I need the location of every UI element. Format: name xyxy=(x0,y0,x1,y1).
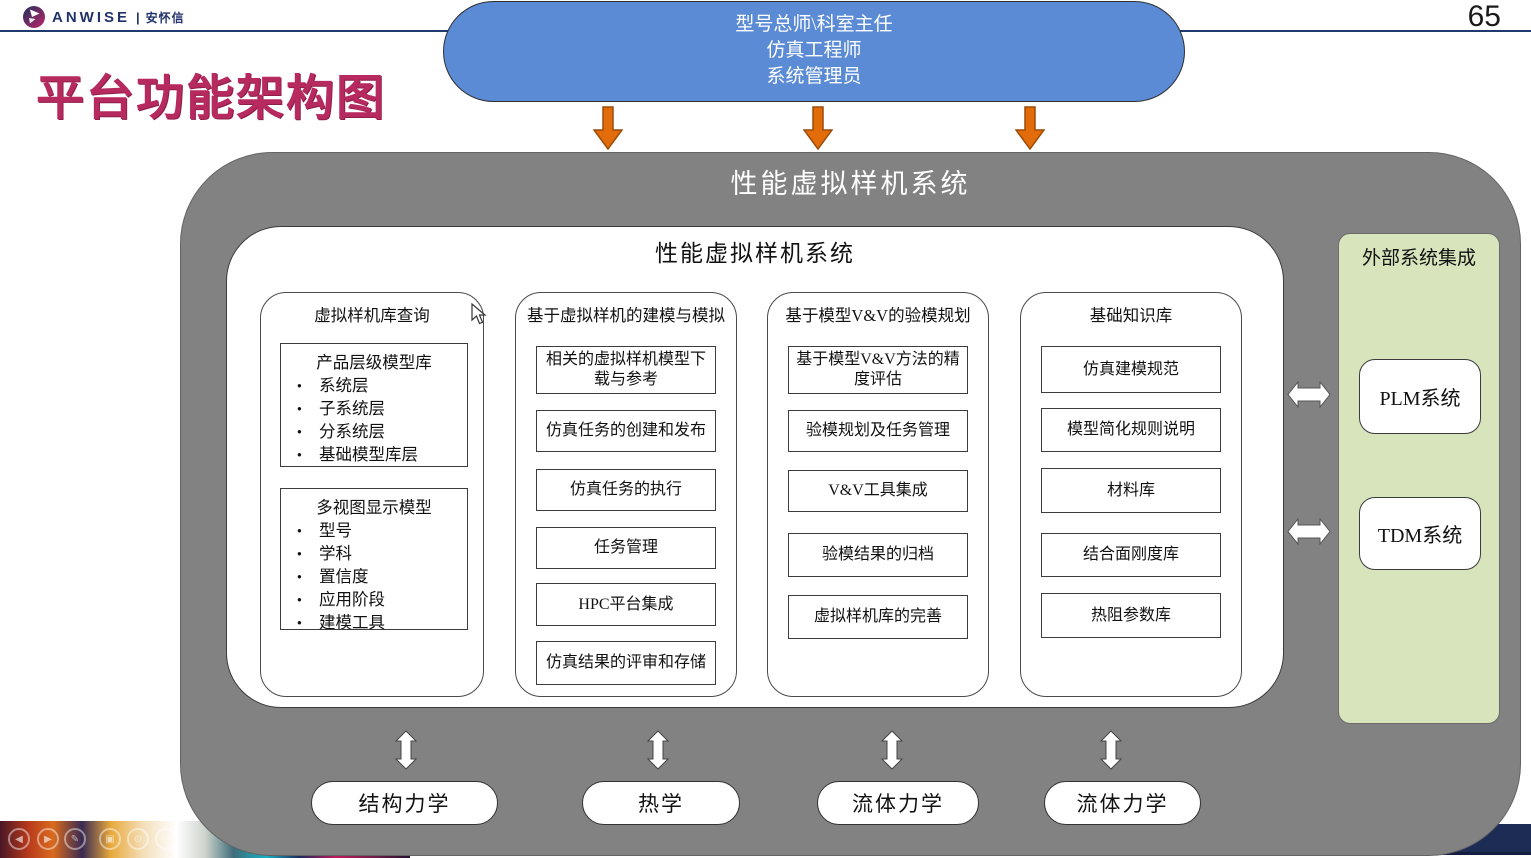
group-product-model-library: 产品层级模型库 系统层 子系统层 分系统层 基础模型库层 xyxy=(280,343,468,467)
logo-text-en: ANWISE xyxy=(52,8,130,26)
function-box: 基于模型V&V方法的精度评估 xyxy=(788,346,968,394)
vertical-double-arrow-icon xyxy=(880,730,904,770)
discipline-fluid-mechanics: 流体力学 xyxy=(1044,781,1201,825)
decor-prev-glyph: ◀ xyxy=(15,833,23,845)
column-vp-modeling-simulation: 基于虚拟样机的建模与模拟 相关的虚拟样机模型下载与参考 仿真任务的创建和发布 仿… xyxy=(515,292,737,697)
plm-system-box: PLM系统 xyxy=(1359,359,1481,434)
capsule-line-1: 型号总师\科室主任 xyxy=(735,14,893,35)
decor-prev-icon: ◀ xyxy=(8,828,30,850)
function-box: 验模规划及任务管理 xyxy=(788,410,968,452)
function-box: 相关的虚拟样机模型下载与参考 xyxy=(536,346,716,394)
function-box: 结合面刚度库 xyxy=(1041,533,1221,577)
tdm-system-box: TDM系统 xyxy=(1359,497,1481,570)
external-systems-title: 外部系统集成 xyxy=(1361,248,1476,269)
column-vp-library-query: 虚拟样机库查询 产品层级模型库 系统层 子系统层 分系统层 基础模型库层 多视图… xyxy=(260,292,484,697)
decor-next-glyph: ▶ xyxy=(44,833,52,845)
column-model-vv-planning: 基于模型V&V的验模规划 基于模型V&V方法的精度评估 验模规划及任务管理 V&… xyxy=(767,292,989,697)
mouse-cursor-icon xyxy=(471,303,487,325)
page-number: 65 xyxy=(1467,0,1501,33)
function-box: 验模结果的归档 xyxy=(788,533,968,577)
horizontal-double-arrow-icon xyxy=(1287,518,1331,545)
anwise-logo-icon xyxy=(23,6,45,28)
function-box: 材料库 xyxy=(1041,468,1221,513)
decor-next-icon: ▶ xyxy=(37,828,59,850)
decor-search-icon: ⊙ xyxy=(127,828,149,850)
bullet-item: 应用阶段 xyxy=(297,588,467,611)
group-multiview-model: 多视图显示模型 型号 学科 置信度 应用阶段 建模工具 xyxy=(280,488,468,630)
function-box: 仿真结果的评审和存储 xyxy=(536,641,716,685)
bullet-list: 系统层 子系统层 分系统层 基础模型库层 xyxy=(281,374,467,466)
bullet-item: 学科 xyxy=(297,542,467,565)
inner-system-panel: 性能虚拟样机系统 虚拟样机库查询 产品层级模型库 系统层 子系统层 分系统层 基… xyxy=(226,226,1284,708)
function-box: 仿真建模规范 xyxy=(1041,346,1221,393)
group-title: 产品层级模型库 xyxy=(316,353,432,372)
function-box: 仿真任务的执行 xyxy=(536,469,716,511)
logo-divider: | xyxy=(136,9,140,25)
function-box: 仿真任务的创建和发布 xyxy=(536,410,716,452)
function-box: 任务管理 xyxy=(536,527,716,569)
column-title: 基于虚拟样机的建模与模拟 xyxy=(527,306,725,325)
vertical-double-arrow-icon xyxy=(646,730,670,770)
down-arrow-icon xyxy=(593,106,623,150)
user-roles-capsule: 型号总师\科室主任 仿真工程师 系统管理员 xyxy=(443,1,1185,102)
bullet-item: 建模工具 xyxy=(297,611,467,629)
down-arrow-icon xyxy=(1015,106,1045,150)
system-inner-title: 性能虚拟样机系统 xyxy=(655,241,855,266)
capsule-line-2: 仿真工程师 xyxy=(766,40,862,61)
discipline-thermal: 热学 xyxy=(582,781,740,825)
bullet-item: 置信度 xyxy=(297,565,467,588)
decor-more-glyph: ⋯ xyxy=(161,833,171,845)
vertical-double-arrow-icon xyxy=(394,730,418,770)
decor-camera-glyph: ▣ xyxy=(105,833,115,845)
column-title: 基础知识库 xyxy=(1089,306,1173,325)
external-systems-panel: 外部系统集成 PLM系统 TDM系统 xyxy=(1338,233,1500,724)
vertical-double-arrow-icon xyxy=(1099,730,1123,770)
column-title: 基于模型V&V的验模规划 xyxy=(785,306,971,325)
bullet-item: 型号 xyxy=(297,519,467,542)
decor-more-icon: ⋯ xyxy=(155,828,177,850)
function-box: HPC平台集成 xyxy=(536,583,716,626)
discipline-structural-mechanics: 结构力学 xyxy=(311,781,498,825)
slide-title: 平台功能架构图 xyxy=(36,72,387,125)
decor-edit-glyph: ✎ xyxy=(70,833,80,845)
system-container: 性能虚拟样机系统 性能虚拟样机系统 虚拟样机库查询 产品层级模型库 系统层 子系… xyxy=(180,152,1521,856)
decor-camera-icon: ▣ xyxy=(99,828,121,850)
function-box: V&V工具集成 xyxy=(788,470,968,512)
decor-search-glyph: ⊙ xyxy=(133,833,143,845)
function-box: 模型简化规则说明 xyxy=(1041,408,1221,452)
system-outer-title: 性能虚拟样机系统 xyxy=(730,169,971,199)
anwise-logo: ANWISE | 安怀信 xyxy=(22,5,185,29)
group-title: 多视图显示模型 xyxy=(316,498,432,517)
function-box: 虚拟样机库的完善 xyxy=(788,595,968,639)
bullet-item: 系统层 xyxy=(297,374,467,397)
decor-edit-icon: ✎ xyxy=(64,828,86,850)
column-basic-knowledge-base: 基础知识库 仿真建模规范 模型简化规则说明 材料库 结合面刚度库 热阻参数库 xyxy=(1020,292,1242,697)
function-box: 热阻参数库 xyxy=(1041,593,1221,638)
bullet-item: 子系统层 xyxy=(297,397,467,420)
logo-text-cn: 安怀信 xyxy=(145,10,185,25)
capsule-line-3: 系统管理员 xyxy=(766,66,862,87)
horizontal-double-arrow-icon xyxy=(1287,381,1331,408)
discipline-fluid-mechanics: 流体力学 xyxy=(817,781,979,825)
column-title: 虚拟样机库查询 xyxy=(314,306,430,325)
down-arrow-icon xyxy=(803,106,833,150)
bullet-list: 型号 学科 置信度 应用阶段 建模工具 xyxy=(281,519,467,629)
bullet-item: 基础模型库层 xyxy=(297,443,467,466)
bullet-item: 分系统层 xyxy=(297,420,467,443)
